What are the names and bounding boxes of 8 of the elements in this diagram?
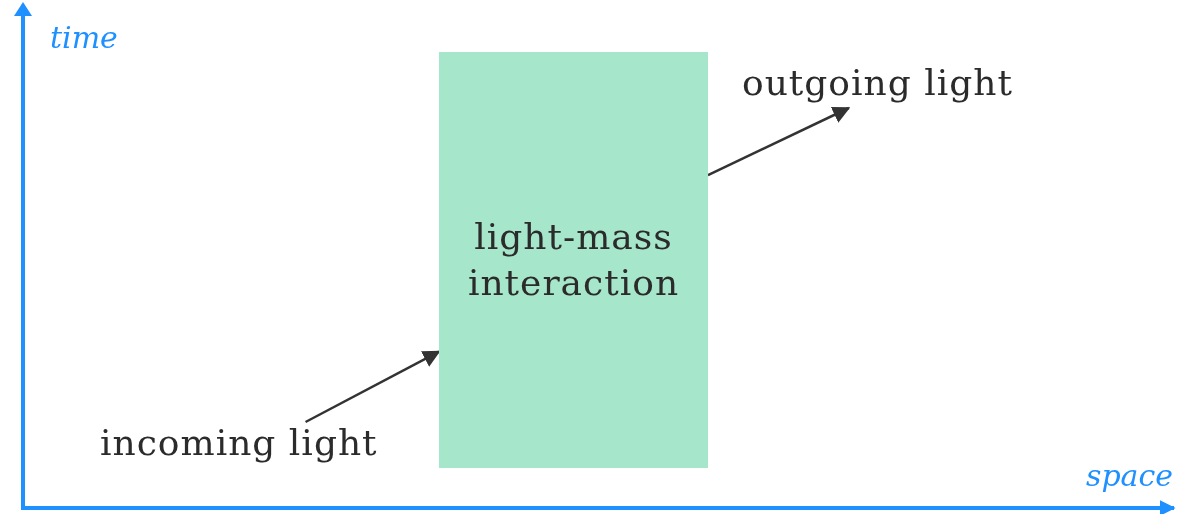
node-label: outgoing light <box>742 62 1014 103</box>
interaction-region <box>439 52 708 468</box>
axis-label: time <box>50 20 118 55</box>
axis-label: space <box>1086 458 1174 493</box>
node-label: incoming light <box>100 422 379 463</box>
region-label: light-mass interaction <box>466 215 681 305</box>
arrow <box>304 350 441 424</box>
arrow <box>707 106 851 177</box>
